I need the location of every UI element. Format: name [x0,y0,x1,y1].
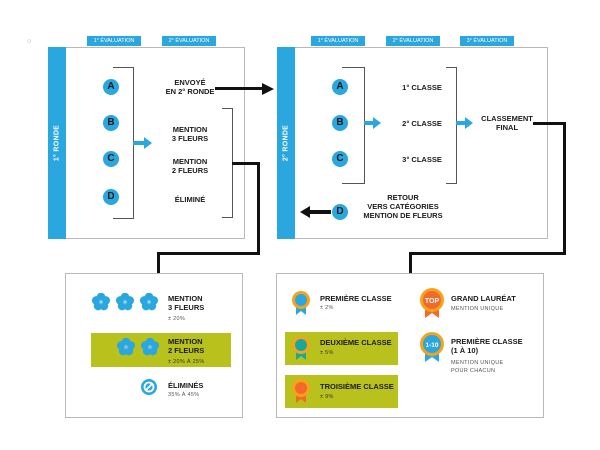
round1-bracket-left [113,67,134,219]
round1-side-label: 1° RONDE [48,47,66,239]
round2-letter-c: C [332,151,348,167]
round2-letter-d: D [332,204,348,220]
round2-bracket-right [446,67,457,184]
round2-small-arrow-1 [364,117,381,129]
legend-mention2-sub: ± 20% À 25% [168,359,205,365]
two-flowers-icon [117,338,160,356]
legend-grand-laureate-sub: MENTION UNIQUE [451,306,504,312]
round2-return-label: RETOUR VERS CATÉGORIES MENTION DE FLEURS [363,193,443,220]
connector-left-v [257,162,260,255]
round1-outcome-eliminated: ÉLIMINÉ [174,195,206,204]
round2-small-arrow-2 [456,117,473,129]
legend-mention2-highlight [91,333,231,367]
legend-top-ten-sub: MENTION UNIQUE POUR CHACUN [451,360,504,374]
round1-small-arrow [133,137,152,149]
round2-class-1: 1° CLASSE [402,83,442,92]
connector-r1-r2-arrow [262,83,274,95]
round1-outcome-mention2: MENTION 2 FLEURS [171,157,209,175]
connector-right-h1 [533,122,566,125]
top-ten-badge-text: 1-10 [425,342,438,349]
legend-third-class-sub: ± 9% [320,394,334,400]
legend-top-ten-title: PREMIÈRE CLASSE (1 À 10) [451,337,523,355]
connector-right-v2 [409,252,412,274]
legend-eliminated-title: ÉLIMINÉS [168,381,204,390]
round2-class-2: 2° CLASSE [402,119,442,128]
return-arrow [300,206,331,218]
legend-grand-laureate-title: GRAND LAURÉAT [451,294,516,303]
round1-outcome-sent: ENVOYÉ EN 2° RONDE [165,78,215,96]
connector-left-h2 [157,252,260,255]
round1-letter-d: D [103,189,119,205]
round1-letter-c: C [103,151,119,167]
legend-first-class-sub: ± 2% [320,305,334,311]
round1-letter-a: A [103,79,119,95]
round1-tab-eval2: 2° ÉVALUATION [162,36,216,46]
round2-letter-b: B [332,115,348,131]
round2-bracket-left [342,67,365,184]
connector-left-h1 [232,162,260,165]
round2-final-ranking: CLASSEMENT FINAL [481,114,533,132]
grand-laureate-badge-icon: TOP [420,288,444,318]
three-flowers-icon [92,293,159,311]
top-ten-badge-icon: 1-10 [420,332,444,362]
connector-right-h2 [409,252,566,255]
round2-tab-eval3: 3° ÉVALUATION [460,36,514,46]
connector-right-v [563,122,566,255]
legend-third-class-title: TROISIÈME CLASSE [320,382,394,391]
round2-tab-eval2: 2° ÉVALUATION [386,36,440,46]
corner-mark: ○ [27,38,32,45]
legend-mention2-title: MENTION 2 FLEURS [168,337,205,355]
legend-second-class-sub: ± 5% [320,350,334,356]
round2-letter-a: A [332,79,348,95]
round2-class-3: 3° CLASSE [402,155,442,164]
legend-eliminated-sub: 35% À 45% [168,392,200,398]
round2-tab-eval1: 1° ÉVALUATION [311,36,365,46]
medal-first-class-icon [292,291,310,315]
round1-outcome-mention3: MENTION 3 FLEURS [171,125,209,143]
round1-letter-b: B [103,115,119,131]
legend-first-class-title: PREMIÈRE CLASSE [320,294,392,303]
connector-r1-r2-line [215,87,263,90]
connector-left-v2 [157,252,160,274]
medal-second-class-icon [292,336,310,360]
round1-tab-eval1: 1° ÉVALUATION [87,36,141,46]
prohibited-icon [141,379,157,395]
round2-side-label: 2° RONDE [277,47,295,239]
medal-third-class-icon [292,379,310,403]
legend-second-class-title: DEUXIÈME CLASSE [320,338,392,347]
grand-laureate-badge-text: TOP [425,298,440,305]
legend-mention3-sub: ± 20% [168,316,186,322]
legend-mention3-title: MENTION 3 FLEURS [168,294,205,312]
